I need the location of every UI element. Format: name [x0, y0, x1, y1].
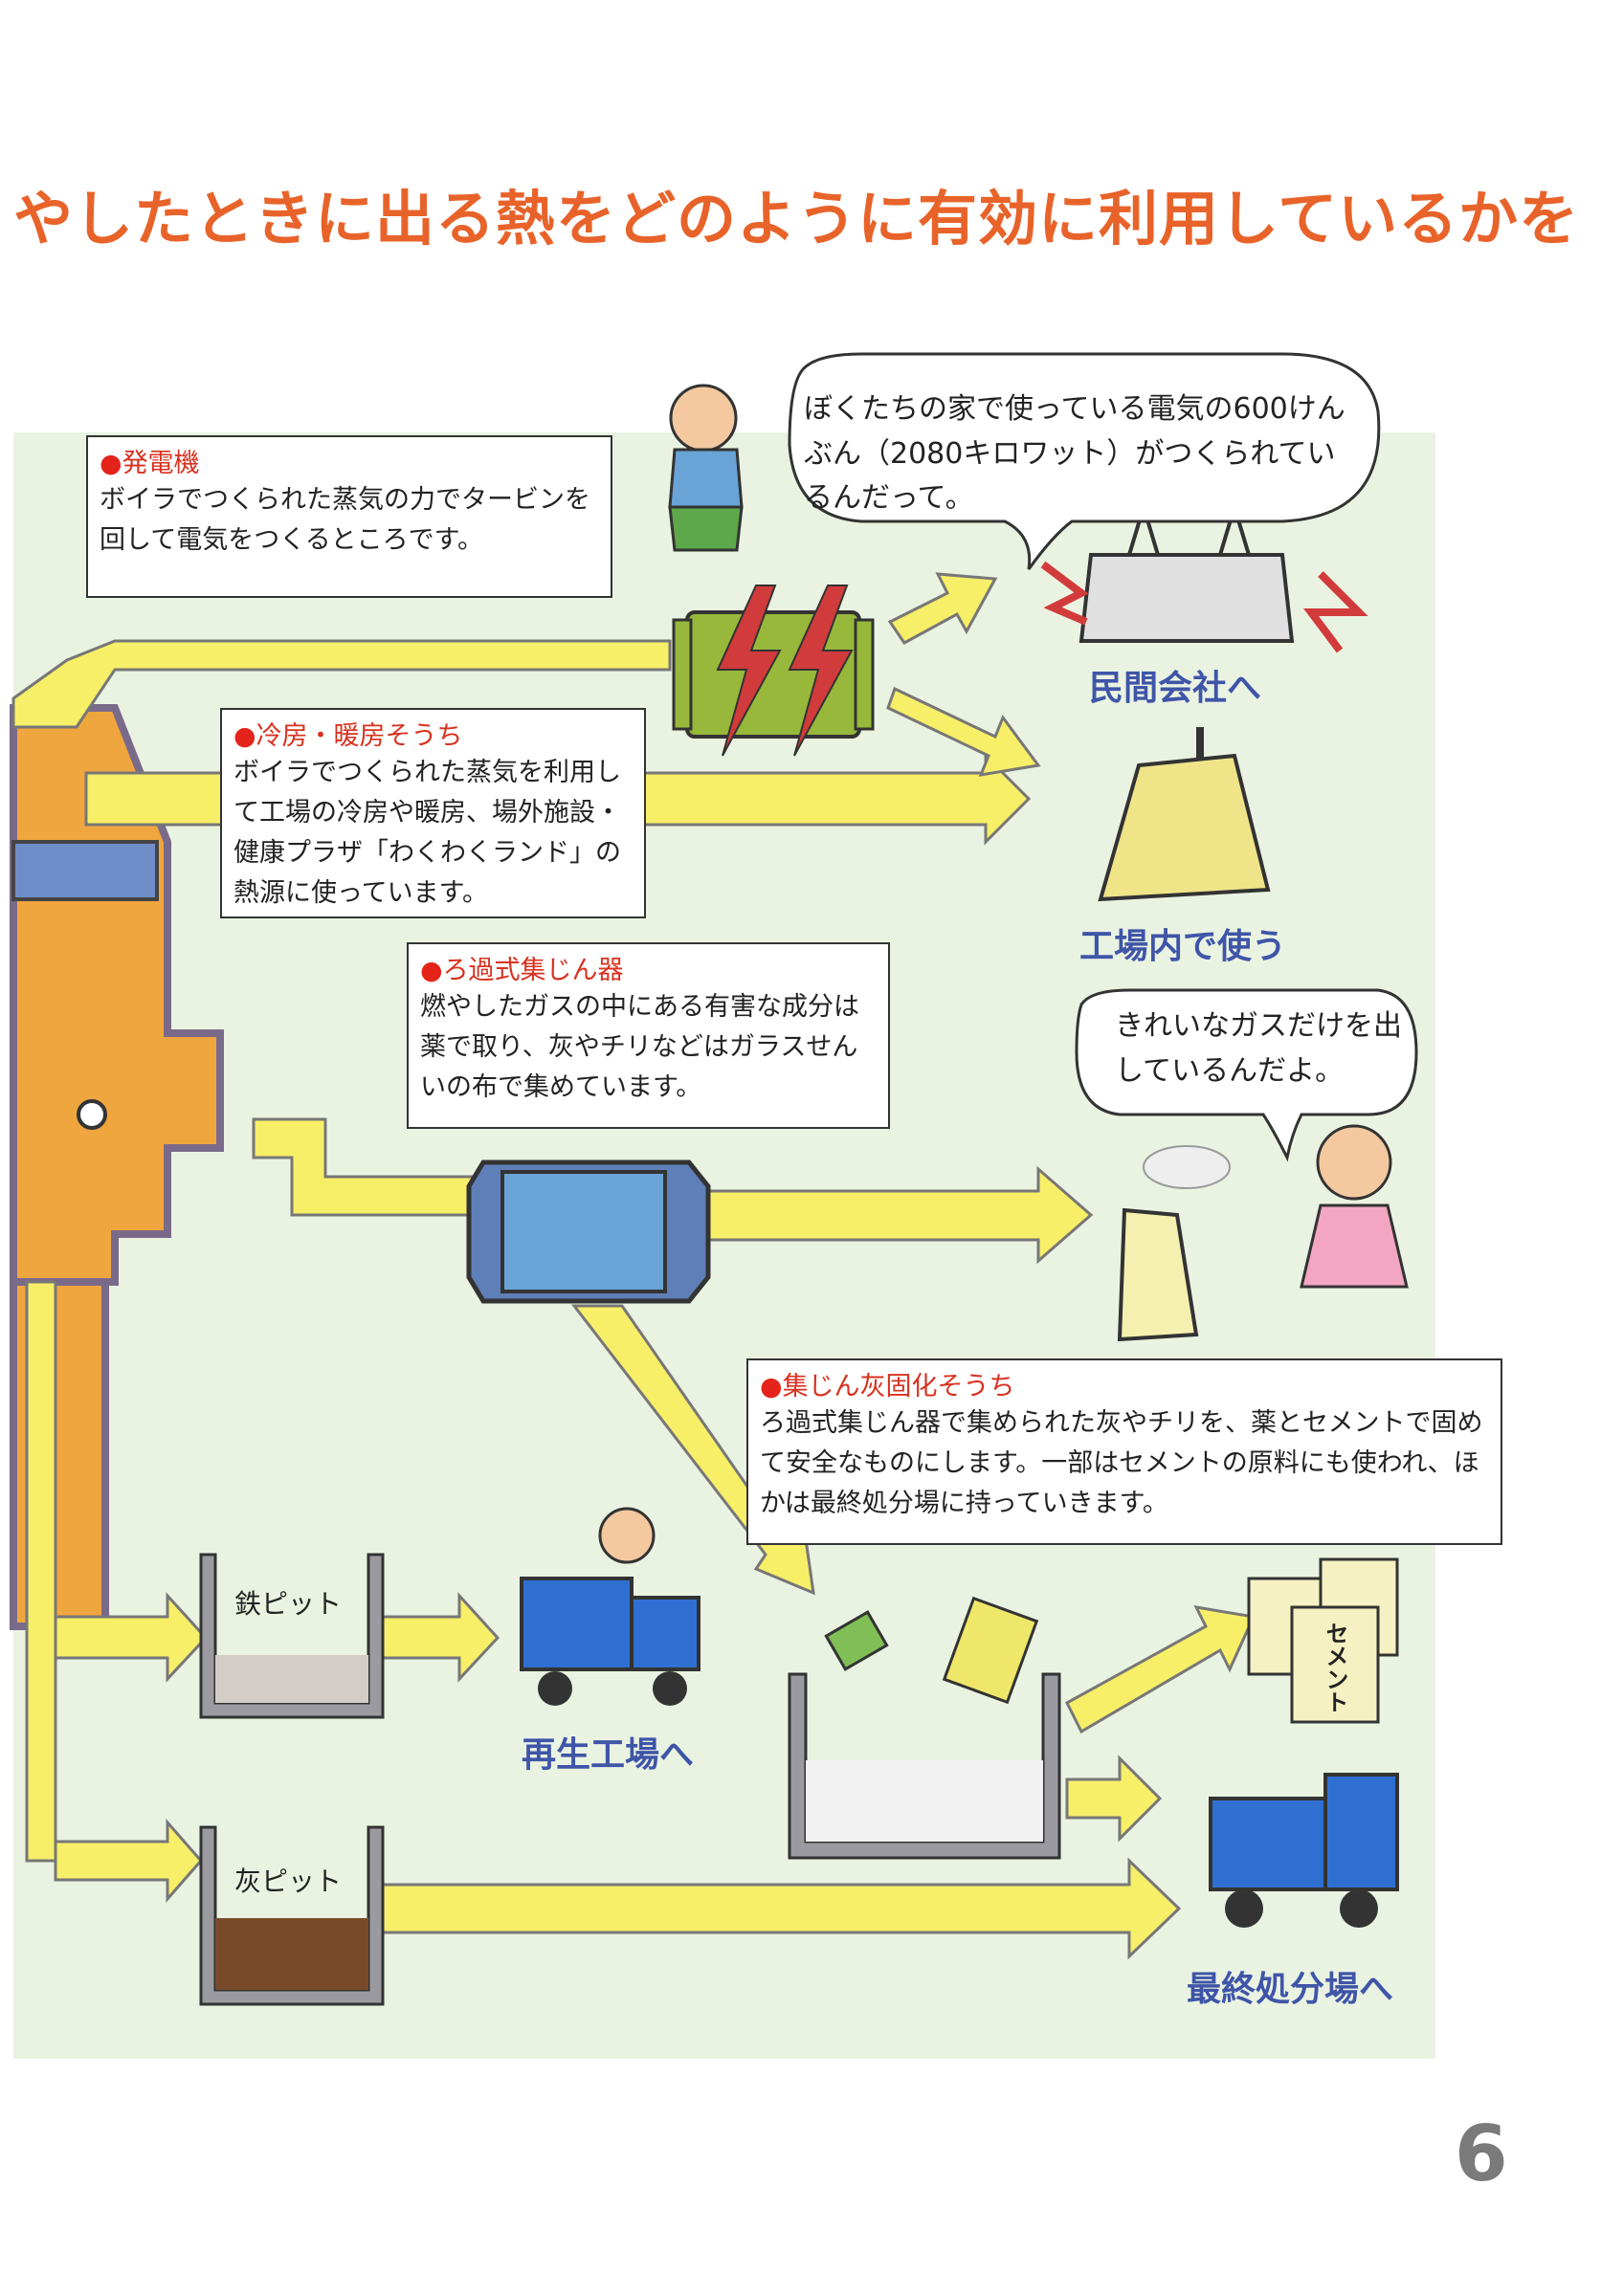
chimney-character-icon — [1117, 1145, 1231, 1342]
pipe-to-filter — [252, 1117, 480, 1217]
bag-filter-title: ●ろ過式集じん器 — [420, 956, 624, 985]
pipe-to-girl — [687, 1165, 1094, 1265]
bag-filter-icon — [466, 1159, 711, 1304]
ash-solidify-title: ●集じん灰固化そうち — [760, 1372, 1015, 1402]
pipe-to-generator — [11, 639, 672, 729]
boiler-band-icon — [11, 840, 159, 901]
girl-bubble-shape — [1075, 988, 1418, 1162]
power-generator-title: ●発電機 — [100, 449, 200, 478]
pipe-main-down — [25, 1280, 57, 1863]
boy-speech: ぼくたちの家で使っている電気の600けんぶん（2080キロワット）がつくられてい… — [804, 392, 1345, 515]
power-generator-text: ボイラでつくられた蒸気の力でタービンを回して電気をつくるところです。 — [100, 485, 590, 555]
dest-recycle: 再生工場へ — [522, 1735, 695, 1775]
page-title: やしたときに出る熱をどのように有効に利用しているかを — [13, 184, 1580, 254]
ash-pit-icon — [199, 1825, 385, 2006]
dest-factory: 工場内で使う — [1079, 927, 1287, 966]
girl-speech: きれいなガスだけを出しているんだよ。 — [1115, 1009, 1402, 1088]
pipe-to-cement — [1065, 1605, 1256, 1734]
pipe-to-ash-pit — [54, 1819, 203, 1903]
cement-label: セメント — [1322, 1622, 1348, 1713]
pipe-iron-to-truck — [381, 1592, 500, 1683]
bag-filter-box: ●ろ過式集じん器 燃やしたガスの中にある有害な成分は薬で取り、灰やチリなどはガラ… — [407, 942, 890, 1129]
iron-pit-icon — [199, 1553, 385, 1719]
cooling-heating-box: ●冷房・暖房そうち ボイラでつくられた蒸気を利用して工場の冷房や暖房、場外施設・… — [220, 708, 646, 918]
cooling-heating-text: ボイラでつくられた蒸気を利用して工場の冷房や暖房、場外施設・健康プラザ「わくわく… — [233, 758, 621, 908]
pipe-to-iron-pit — [54, 1592, 209, 1683]
power-generator-box: ●発電機 ボイラでつくられた蒸気の力でタービンを回して電気をつくるところです。 — [86, 435, 612, 598]
ash-solidify-text: ろ過式集じん器で集められた灰やチリを、薬とセメントで固めて安全なものにします。一… — [760, 1408, 1483, 1518]
factory-character-icon — [1098, 727, 1271, 902]
dest-company: 民間会社へ — [1089, 669, 1262, 708]
pipe-ash-to-landfill — [381, 1857, 1182, 1960]
iron-pit-label: 鉄ピット — [234, 1588, 343, 1620]
valve-icon — [77, 1099, 107, 1130]
generator-icon — [672, 585, 875, 757]
recycle-truck-icon — [520, 1507, 700, 1706]
solidify-tank-icon — [788, 1596, 1061, 1860]
dest-landfill: 最終処分場へ — [1187, 1970, 1394, 2009]
ash-pit-label: 灰ピット — [234, 1866, 343, 1897]
ash-solidify-box: ●集じん灰固化そうち ろ過式集じん器で集められた灰やチリを、薬とセメントで固めて… — [746, 1358, 1502, 1545]
boy-bubble-shape — [788, 352, 1381, 570]
pipe-gen-to-factory — [886, 686, 1041, 777]
pipe-gen-to-company — [887, 572, 998, 645]
page-number: 6 — [1455, 2109, 1508, 2198]
landfill-truck-icon — [1209, 1773, 1399, 1928]
pipe-to-truck — [1065, 1755, 1163, 1843]
boy-character-icon — [668, 384, 744, 552]
girl-character-icon — [1300, 1124, 1409, 1289]
bag-filter-text: 燃やしたガスの中にある有害な成分は薬で取り、灰やチリなどはガラスせんいの布で集め… — [420, 992, 859, 1102]
cement-bags-icon — [1247, 1557, 1399, 1724]
company-building-icon — [1040, 500, 1368, 653]
cooling-heating-title: ●冷房・暖房そうち — [233, 721, 463, 751]
